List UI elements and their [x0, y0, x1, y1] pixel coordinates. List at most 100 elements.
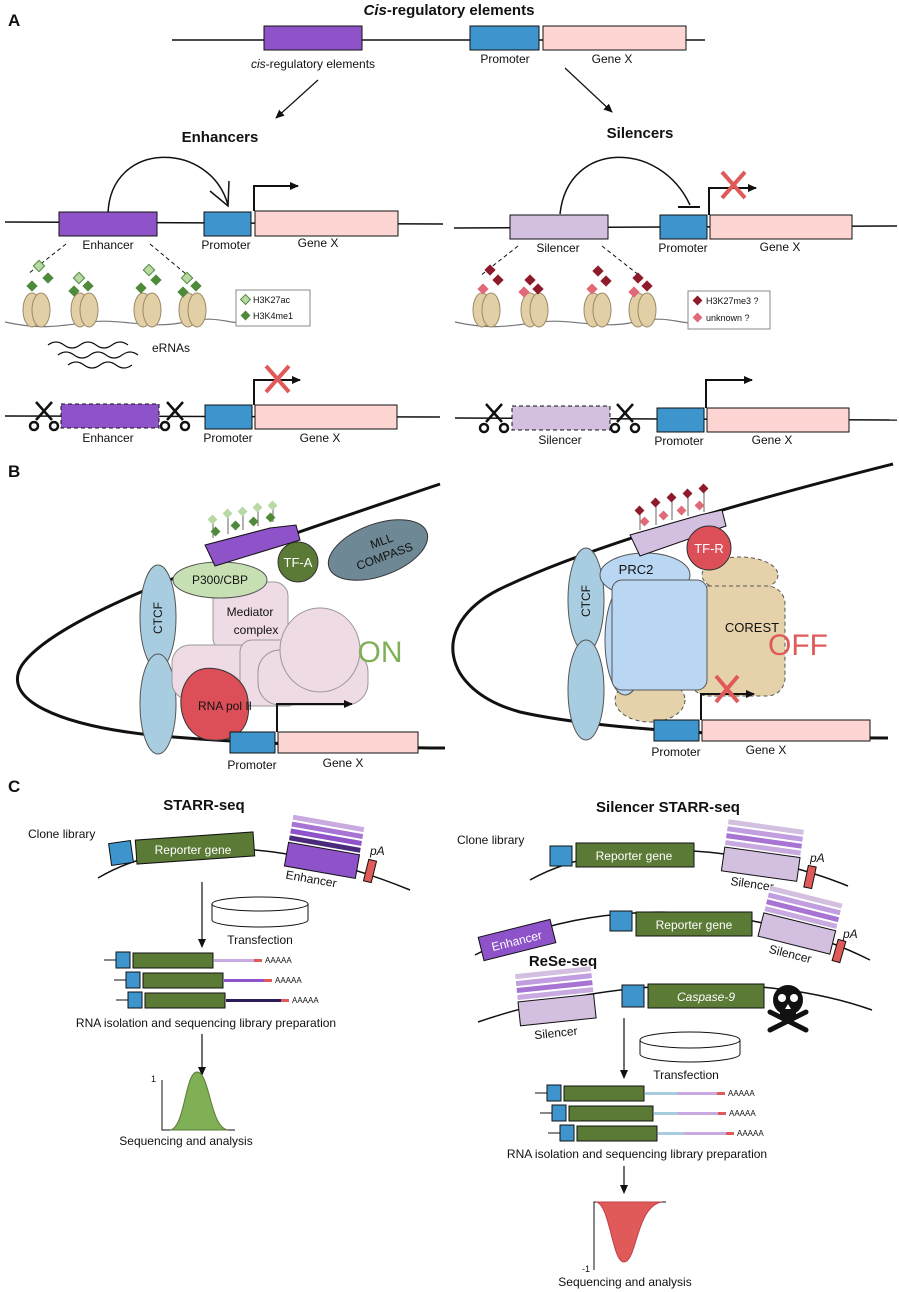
- arrow-to-enhancers: [275, 79, 319, 119]
- reporter-gene-label-sil1: Reporter gene: [596, 849, 673, 863]
- panel-c: C STARR-seq Silencer STARR-seq Clone lib…: [8, 777, 873, 1289]
- panel-label-b: B: [8, 462, 20, 481]
- enhancer-insert: [283, 814, 365, 879]
- top-promoter-label: Promoter: [480, 52, 529, 66]
- pa-box-left: [362, 858, 378, 884]
- nucleosome-group-enh: [22, 292, 207, 328]
- axis-label-1: 1: [151, 1074, 156, 1084]
- enhancer-gene-box: [254, 210, 399, 237]
- cross-icon: [714, 674, 740, 704]
- polya-label: AAAAA: [737, 1129, 764, 1138]
- legend-sil: H3K27me3 ? unknown ?: [687, 290, 771, 330]
- silencer-insert-2: [757, 885, 843, 955]
- caspase-label: Caspase-9: [677, 990, 735, 1004]
- deleted-sil-gene-box: [706, 407, 850, 433]
- ctcf-label-off: CTCF: [579, 585, 593, 617]
- deleted-enhancer-label: Enhancer: [82, 431, 133, 445]
- histone-marks-off: [634, 483, 709, 530]
- deleted-silencer-label: Silencer: [538, 433, 581, 447]
- promoter-box-on: [229, 731, 276, 754]
- rna-pol-label: RNA pol II: [198, 699, 252, 713]
- sequencing-label-left: Sequencing and analysis: [119, 1134, 252, 1148]
- tss-arrow-off: [700, 690, 755, 720]
- gene-label-off: Gene X: [746, 743, 787, 757]
- top-promoter-box: [469, 25, 540, 51]
- panel-label-c: C: [8, 777, 20, 796]
- silencer-box: [509, 214, 609, 240]
- enhancer-box: [58, 211, 158, 237]
- silencer-insert-1: [720, 819, 804, 882]
- off-label: OFF: [768, 629, 828, 662]
- transfection-dish-right: [639, 1031, 741, 1063]
- enhancer-label: Enhancer: [82, 238, 133, 252]
- ernas-label: eRNAs: [152, 341, 190, 355]
- transfection-dish-left: [211, 896, 309, 928]
- silencer-element-off: [629, 509, 727, 557]
- panel-a: A Cis-regulatory elements cis-regulatory…: [4, 2, 898, 448]
- scissors-icon: [28, 401, 60, 432]
- polya-label: AAAAA: [728, 1089, 755, 1098]
- on-label: ON: [358, 636, 403, 669]
- top-gene-box: [542, 25, 687, 51]
- tf-a: [277, 541, 319, 583]
- enhancer-box-sil2: [477, 918, 557, 962]
- polya-label: AAAAA: [275, 976, 302, 985]
- deleted-silencer-box: [511, 405, 611, 431]
- cross-icon: [720, 170, 747, 200]
- enhancer-promoter-box: [203, 211, 252, 237]
- cross-icon: [264, 364, 291, 394]
- enhancer-promoter-label: Promoter: [201, 238, 250, 252]
- silencers-heading: Silencers: [607, 125, 674, 142]
- tss-arrow-on: [276, 700, 353, 732]
- skull-crossbones-icon: [767, 985, 809, 1033]
- gene-box-on: [277, 731, 419, 754]
- starr-title: STARR-seq: [163, 797, 244, 814]
- mll-compass: [327, 519, 429, 581]
- pa-label-sil1: pA: [809, 851, 825, 865]
- tf-a-label: TF-A: [284, 555, 313, 570]
- scissors-icon: [609, 403, 641, 434]
- mediator-complex: [171, 581, 369, 707]
- axis-label-neg1: -1: [582, 1264, 590, 1274]
- mediator-label-1: Mediator: [227, 605, 274, 619]
- sequencing-label-right: Sequencing and analysis: [558, 1275, 691, 1289]
- clone-library-label-right: Clone library: [457, 833, 524, 847]
- pa-label-left: pA: [369, 844, 385, 858]
- silencer-starr-title: Silencer STARR-seq: [596, 799, 740, 816]
- corest-label: COREST: [725, 620, 779, 635]
- legend-unknown: unknown ?: [706, 313, 750, 323]
- promoter-label-on: Promoter: [227, 758, 276, 772]
- silencer-label-rese: Silencer: [534, 1024, 579, 1042]
- silencer-loop-arrow: [559, 156, 691, 215]
- gene-box-off: [701, 719, 871, 742]
- signal-dip-negative: [593, 1201, 666, 1270]
- panel-a-title: Cis-regulatory elements: [364, 2, 535, 19]
- histone-marks-enh: [26, 259, 202, 298]
- transfection-label-left: Transfection: [227, 933, 293, 947]
- transfection-label-right: Transfection: [653, 1068, 719, 1082]
- arrow-to-silencers: [564, 67, 613, 113]
- deleted-enhancer-box: [60, 403, 160, 429]
- reporter-gene-label-sil2: Reporter gene: [656, 918, 733, 932]
- tss-arrow-enh: [253, 182, 299, 211]
- mediator-label-2: complex: [234, 623, 279, 637]
- rna-isolation-label-left: RNA isolation and sequencing library pre…: [76, 1016, 336, 1030]
- scissors-icon: [159, 401, 191, 432]
- reporter-gene-label-left: Reporter gene: [155, 843, 232, 857]
- deleted-enh-promoter-label: Promoter: [203, 431, 252, 445]
- silencer-promoter-label: Promoter: [658, 241, 707, 255]
- ctcf-label-on: CTCF: [151, 602, 165, 634]
- prc2-label: PRC2: [619, 562, 654, 577]
- ctcf-bottom-off: [567, 639, 605, 741]
- panel-b: B CTCF Mediator complex P300/CBP MLL COM…: [8, 462, 894, 772]
- rese-title: ReSe-seq: [529, 953, 597, 970]
- panel-label-a: A: [8, 11, 20, 30]
- caspase-box: [647, 983, 765, 1009]
- legend-enh: H3K27ac H3K4me1: [235, 289, 311, 327]
- silencer-insert-label-1: Silencer: [730, 874, 775, 894]
- promoter-label-off: Promoter: [651, 745, 700, 759]
- scissors-icon: [478, 403, 510, 434]
- silencer-gene-label: Gene X: [760, 240, 801, 254]
- deleted-sil-promoter-box: [656, 407, 705, 433]
